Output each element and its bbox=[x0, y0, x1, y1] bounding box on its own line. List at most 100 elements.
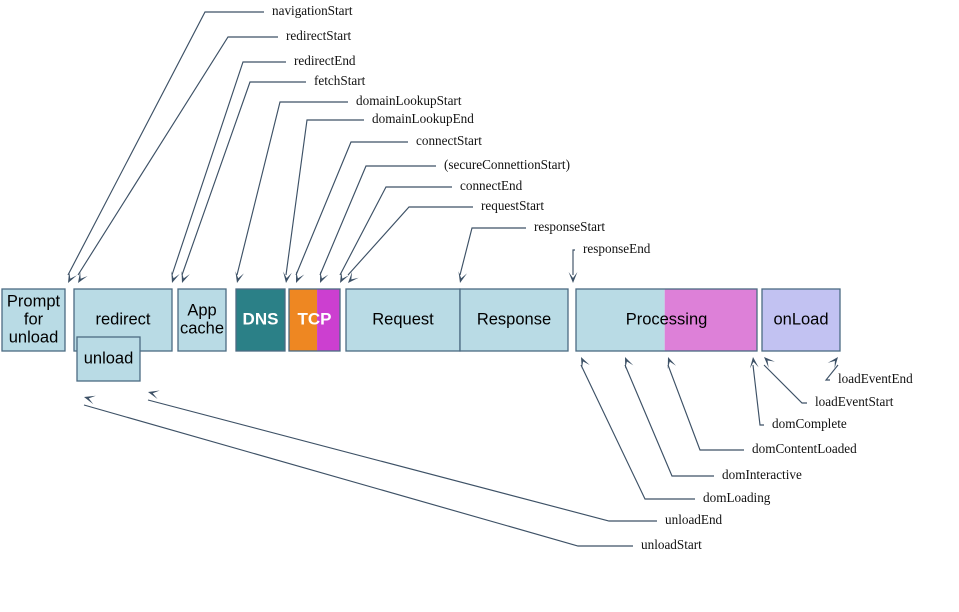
phase-fill-primary bbox=[576, 289, 665, 351]
bottom-event-labels: loadEventEnd loadEventStart domComplete dom… bbox=[641, 371, 913, 552]
leader-line-domContentLoaded bbox=[667, 364, 744, 451]
top-event-labels: navigationStart redirectStart redirectEnd f… bbox=[272, 3, 651, 256]
arrow-head-secureConnectionStart bbox=[320, 271, 329, 283]
phase-fill bbox=[1, 288, 66, 352]
phase-label-text: unload bbox=[9, 328, 59, 346]
phase-label-text: onLoad bbox=[773, 310, 828, 328]
event-label-domainLookupStart: domainLookupStart bbox=[356, 93, 462, 108]
event-label-redirectEnd: redirectEnd bbox=[294, 53, 356, 68]
event-label-responseStart: responseStart bbox=[534, 219, 605, 234]
leader-line-unloadStart bbox=[83, 404, 633, 547]
leader-line-redirectStart bbox=[77, 36, 278, 276]
leader-line-responseEnd bbox=[572, 249, 575, 275]
leader-line-domInteractive bbox=[624, 364, 714, 477]
phase-label-text: Response bbox=[477, 310, 551, 328]
arrow-head-domInteractive bbox=[625, 357, 634, 369]
event-label-loadEventEnd: loadEventEnd bbox=[838, 371, 913, 386]
phase-box-response[interactable]: Response bbox=[459, 288, 569, 352]
phase-box-processing[interactable]: Processing bbox=[575, 288, 758, 352]
event-label-connectStart: connectStart bbox=[416, 133, 482, 148]
phase-fill bbox=[459, 288, 569, 352]
phase-fill bbox=[761, 288, 841, 352]
arrow-head-unloadStart bbox=[84, 395, 96, 405]
arrow-head-requestStart bbox=[348, 271, 359, 283]
leader-line-requestStart bbox=[347, 206, 473, 276]
phase-label-text: Request bbox=[372, 310, 434, 328]
phase-label-text: redirect bbox=[95, 310, 150, 328]
event-label-fetchStart: fetchStart bbox=[314, 73, 366, 88]
leader-line-domainLookupEnd bbox=[285, 119, 364, 276]
arrow-head-loadEventEnd bbox=[827, 357, 838, 369]
event-label-navigationStart: navigationStart bbox=[272, 3, 353, 18]
phase-label-text: App bbox=[187, 301, 216, 319]
arrow-head-loadEventStart bbox=[764, 357, 775, 368]
arrow-head-domainLookupStart bbox=[235, 271, 244, 283]
arrow-head-navigationStart bbox=[68, 271, 77, 283]
phase-fill bbox=[76, 336, 141, 382]
leader-line-redirectEnd bbox=[171, 61, 286, 276]
top-leader-lines bbox=[67, 11, 578, 283]
leader-line-fetchStart bbox=[181, 81, 306, 276]
bottom-leader-lines bbox=[83, 357, 839, 547]
leader-line-domainLookupStart bbox=[236, 101, 348, 276]
arrow-head-fetchStart bbox=[181, 271, 190, 283]
event-label-domContentLoaded: domContentLoaded bbox=[752, 441, 857, 456]
leader-line-secureConnectionStart bbox=[319, 165, 436, 276]
phase-fill bbox=[345, 288, 461, 352]
leader-line-connectStart bbox=[295, 141, 408, 276]
phase-label-text: unload bbox=[84, 349, 134, 367]
leader-line-loadEventStart bbox=[763, 364, 807, 404]
phase-label-text: DNS bbox=[243, 309, 279, 328]
phase-label-text: for bbox=[24, 310, 44, 328]
leader-line-domComplete bbox=[752, 364, 764, 426]
arrow-head-unloadEnd bbox=[148, 390, 160, 400]
event-label-unloadStart: unloadStart bbox=[641, 537, 702, 552]
phase-label-text: TCP bbox=[298, 309, 332, 328]
phase-box-request[interactable]: Request bbox=[345, 288, 461, 352]
phase-box-tcp[interactable]: TCP bbox=[288, 288, 341, 352]
arrow-head-domLoading bbox=[581, 357, 590, 369]
phase-label-text: cache bbox=[180, 319, 224, 337]
leader-line-navigationStart bbox=[67, 11, 264, 276]
leader-line-connectEnd bbox=[339, 186, 452, 276]
event-label-domComplete: domComplete bbox=[772, 416, 847, 431]
leader-line-unloadEnd bbox=[147, 399, 657, 522]
event-label-domLoading: domLoading bbox=[703, 490, 771, 505]
event-label-domainLookupEnd: domainLookupEnd bbox=[372, 111, 474, 126]
phase-outline bbox=[288, 288, 341, 352]
phase-outline bbox=[575, 288, 758, 352]
event-label-unloadEnd: unloadEnd bbox=[665, 512, 723, 527]
phase-fill-secondary bbox=[317, 289, 340, 351]
arrow-head-connectStart bbox=[296, 271, 305, 283]
phase-fill-secondary bbox=[664, 289, 757, 351]
arrow-head-domainLookupEnd bbox=[283, 271, 292, 283]
arrow-head-redirectStart bbox=[78, 271, 88, 283]
event-label-domInteractive: domInteractive bbox=[722, 467, 802, 482]
phase-fill-primary bbox=[289, 289, 318, 351]
event-label-responseEnd: responseEnd bbox=[583, 241, 651, 256]
arrow-head-domComplete bbox=[749, 357, 759, 369]
leader-line-responseStart bbox=[459, 227, 526, 276]
arrow-head-responseStart bbox=[458, 271, 467, 283]
phase-box-unload[interactable]: unload bbox=[76, 336, 141, 382]
event-label-loadEventStart: loadEventStart bbox=[815, 394, 894, 409]
phase-box-dns[interactable]: DNS bbox=[235, 288, 286, 352]
arrow-head-domContentLoaded bbox=[667, 357, 676, 369]
leader-line-domLoading bbox=[580, 364, 695, 500]
arrow-head-redirectEnd bbox=[171, 271, 180, 283]
phase-label-text: Prompt bbox=[7, 292, 61, 310]
phase-fill bbox=[235, 288, 286, 352]
arrow-head-responseEnd bbox=[568, 272, 578, 283]
event-label-requestStart: requestStart bbox=[481, 198, 544, 213]
leader-line-loadEventEnd bbox=[824, 364, 839, 381]
phase-fill bbox=[177, 288, 227, 352]
phase-label-text: Processing bbox=[626, 310, 708, 328]
phase-box-onload[interactable]: onLoad bbox=[761, 288, 841, 352]
arrow-head-connectEnd bbox=[340, 271, 349, 283]
event-label-redirectStart: redirectStart bbox=[286, 28, 352, 43]
